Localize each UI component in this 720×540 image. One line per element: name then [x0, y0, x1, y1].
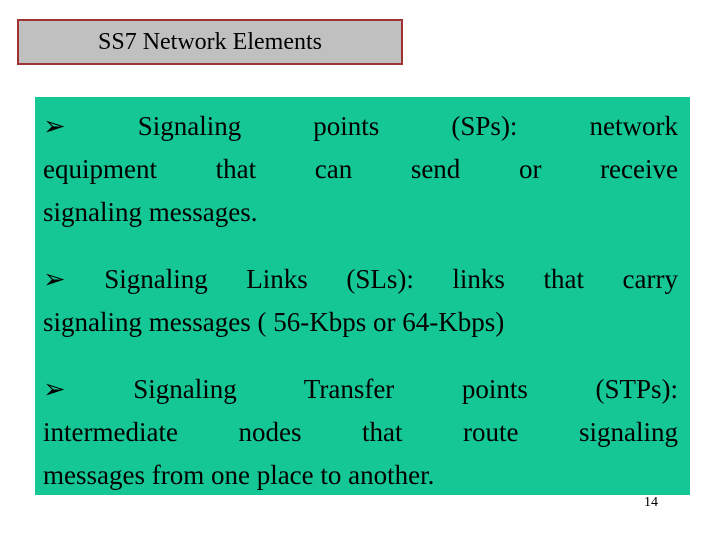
- bullet-paragraph-stps: ➢ Signaling Transfer points (STPs): inte…: [43, 368, 678, 497]
- bullet-line: ➢ Signaling Links (SLs): links that carr…: [43, 264, 678, 294]
- bullet-line: signaling messages ( 56-Kbps or 64-Kbps): [43, 307, 505, 337]
- bullet-line: intermediate nodes that route signaling: [43, 417, 678, 447]
- content-box: ➢ Signaling points (SPs): network equipm…: [35, 97, 690, 495]
- bullet-paragraph-sps: ➢ Signaling points (SPs): network equipm…: [43, 105, 678, 234]
- bullet-paragraph-sls: ➢ Signaling Links (SLs): links that carr…: [43, 258, 678, 344]
- page-number: 14: [644, 495, 658, 510]
- bullet-line: messages from one place to another.: [43, 460, 435, 490]
- bullet-line: ➢ Signaling points (SPs): network: [43, 111, 678, 141]
- title-box: SS7 Network Elements: [17, 19, 403, 65]
- bullet-line: ➢ Signaling Transfer points (STPs):: [43, 374, 678, 404]
- bullet-line: equipment that can send or receive: [43, 154, 678, 184]
- slide-title: SS7 Network Elements: [98, 29, 322, 55]
- bullet-line: signaling messages.: [43, 197, 258, 227]
